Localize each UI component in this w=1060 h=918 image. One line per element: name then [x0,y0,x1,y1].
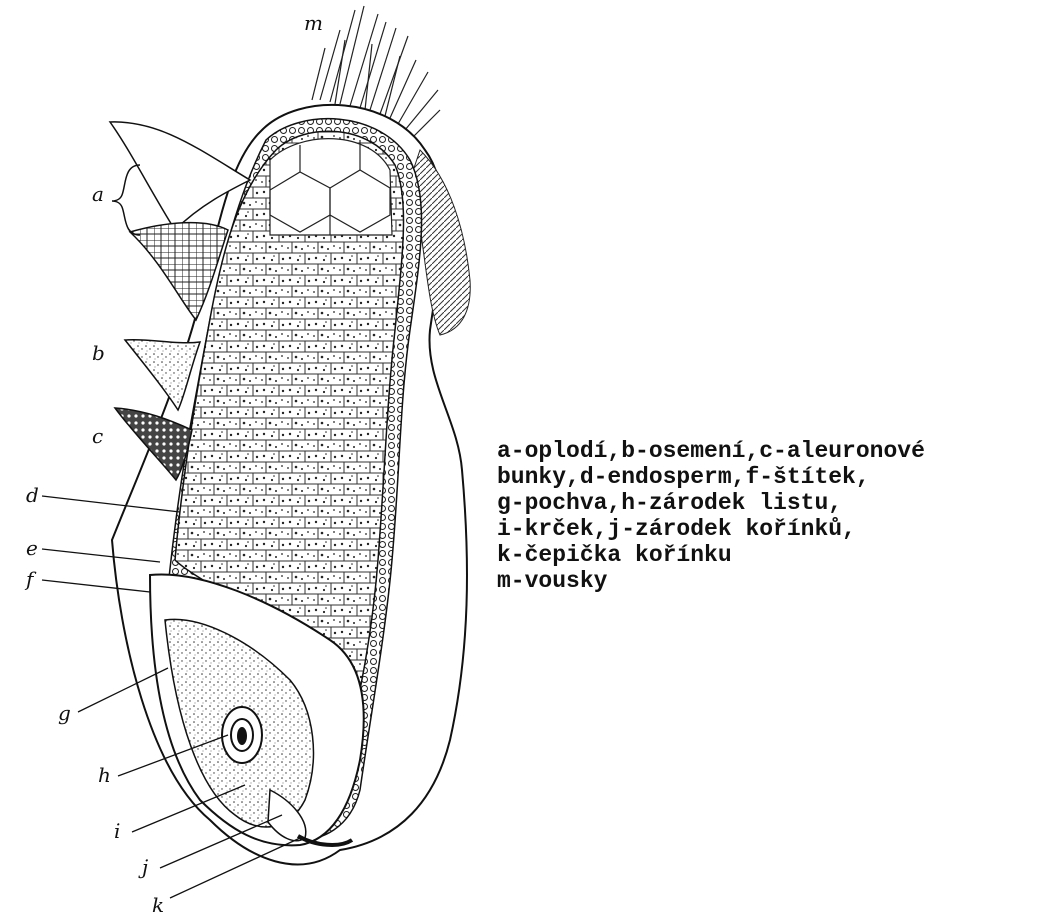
leaf-bud-core [237,727,247,745]
legend-line: bunky,d-endosperm,f-štítek, [497,464,1052,490]
label-b: b [92,341,105,365]
legend-line: k-čepička kořínku [497,542,1052,568]
label-i: i [114,819,120,843]
legend-line: g-pochva,h-zárodek listu, [497,490,1052,516]
label-h: h [98,763,111,787]
legend-line: i-krček,j-zárodek kořínků, [497,516,1052,542]
legend-line: a-oplodí,b-osemení,c-aleuronové [497,438,1052,464]
label-e: e [26,536,38,560]
label-k: k [152,893,164,917]
bracket-a [112,165,140,235]
label-g: g [58,701,71,725]
label-d: d [26,483,39,507]
top-endosperm-cells [270,139,392,235]
label-m: m [304,11,323,35]
label-a: a [92,182,104,206]
label-j: j [138,855,148,879]
label-c: c [92,424,103,448]
legend: a-oplodí,b-osemení,c-aleuronové bunky,d-… [497,438,1052,594]
label-f: f [24,567,37,591]
legend-line: m-vousky [497,568,1052,594]
